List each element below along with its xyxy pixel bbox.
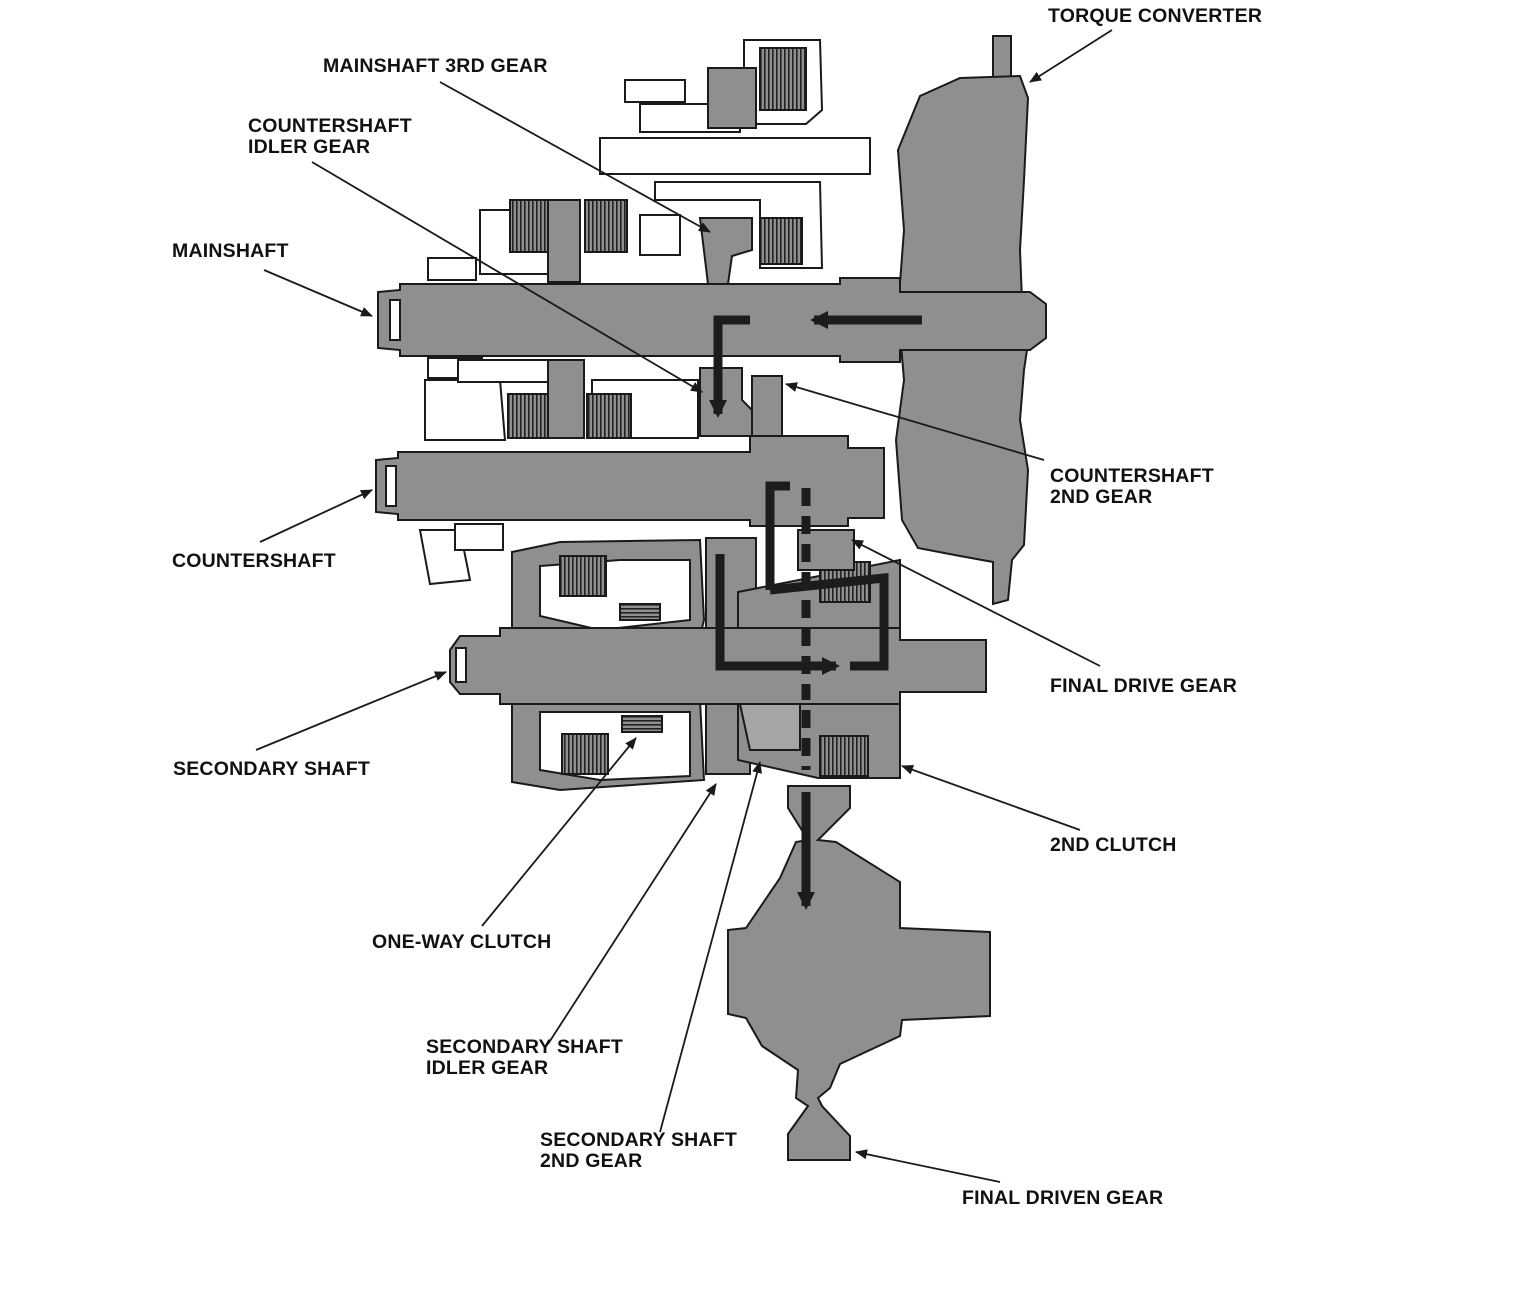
mainshaft-clutch-center <box>547 199 581 283</box>
flow-arrow-to-idler <box>709 315 750 418</box>
leader-secondary-shaft-idler-gear <box>547 783 717 1045</box>
label-secondary-shaft-idler-gear-line2: IDLER GEAR <box>426 1057 549 1079</box>
label-countershaft-2nd-gear-line2: 2ND GEAR <box>1050 486 1153 508</box>
leader-mainshaft <box>263 269 373 317</box>
leader-countershaft-2nd-gear <box>785 382 1045 461</box>
label-secondary-shaft-2nd-gear: SECONDARY SHAFT 2ND GEAR <box>540 1130 737 1172</box>
power-flow-path <box>709 311 922 910</box>
countershaft-idler-gear-shape <box>699 367 753 437</box>
countershaft-shape <box>375 435 885 527</box>
label-countershaft-idler-gear-line2: IDLER GEAR <box>248 136 371 158</box>
label-countershaft: COUNTERSHAFT <box>172 550 336 572</box>
label-countershaft-2nd-gear: COUNTERSHAFT 2ND GEAR <box>1050 466 1214 508</box>
label-mainshaft-3rd-gear: MAINSHAFT 3RD GEAR <box>323 55 548 77</box>
leader-countershaft <box>259 489 373 543</box>
flow-arrow-secondary-shaft <box>715 554 840 675</box>
label-final-driven-gear: FINAL DRIVEN GEAR <box>962 1187 1164 1209</box>
leader-one-way-clutch <box>481 737 637 927</box>
label-secondary-shaft-2nd-gear-line1: SECONDARY SHAFT <box>540 1129 737 1151</box>
leader-final-driven-gear <box>855 1149 1001 1183</box>
differential-shape <box>727 785 991 1161</box>
mainshaft-1st-clutch-discs <box>584 199 628 253</box>
label-torque-converter: TORQUE CONVERTER <box>1048 5 1263 27</box>
label-mainshaft: MAINSHAFT <box>172 240 289 262</box>
leader-secondary-shaft-2nd-gear <box>659 761 762 1133</box>
flow-countershaft-loop <box>765 481 790 590</box>
countershaft-clutch-discs-right <box>586 393 632 439</box>
label-countershaft-2nd-gear-line1: COUNTERSHAFT <box>1050 465 1214 487</box>
mainshaft-3rd-gear-shape <box>698 217 753 285</box>
mainshaft-4th-clutch-discs <box>509 199 553 253</box>
mainshaft-3rd-clutch-discs <box>759 47 807 111</box>
mainshaft-bearing <box>427 257 477 281</box>
leader-final-drive-gear <box>851 539 1101 667</box>
countershaft-clutch-discs-left <box>507 393 553 439</box>
label-countershaft-idler-gear: COUNTERSHAFT IDLER GEAR <box>248 116 412 158</box>
countershaft-2nd-gear-shape <box>751 375 783 441</box>
label-final-drive-gear: FINAL DRIVE GEAR <box>1050 675 1238 697</box>
secondary-upper-discs <box>559 555 607 597</box>
countershaft-clutch-center <box>547 359 585 439</box>
one-way-clutch-discs <box>561 733 609 775</box>
label-secondary-shaft: SECONDARY SHAFT <box>173 758 370 780</box>
leader-countershaft-idler-gear <box>311 161 703 393</box>
label-countershaft-idler-gear-line1: COUNTERSHAFT <box>248 115 412 137</box>
secondary-shaft-2nd-gear-shape <box>738 703 801 751</box>
label-secondary-shaft-idler-gear-line1: SECONDARY SHAFT <box>426 1036 623 1058</box>
leader-second-clutch <box>901 765 1081 831</box>
label-secondary-shaft-idler-gear: SECONDARY SHAFT IDLER GEAR <box>426 1037 623 1079</box>
leader-torque-converter <box>1029 29 1113 83</box>
label-secondary-shaft-2nd-gear-line2: 2ND GEAR <box>540 1150 643 1172</box>
mainshaft-3rd-clutch-drum <box>707 67 757 129</box>
flow-second-clutch-loop <box>769 573 889 671</box>
secondary-upper-springs <box>619 603 661 621</box>
label-one-way-clutch: ONE-WAY CLUTCH <box>372 931 552 953</box>
leader-secondary-shaft <box>255 671 447 751</box>
second-clutch-lower-discs <box>819 735 869 777</box>
one-way-clutch-springs <box>621 715 663 733</box>
label-second-clutch: 2ND CLUTCH <box>1050 834 1177 856</box>
countershaft-lower-bearing <box>454 523 504 551</box>
mainshaft-3rd-lower-discs <box>759 217 803 265</box>
leader-mainshaft-3rd-gear <box>439 81 711 233</box>
